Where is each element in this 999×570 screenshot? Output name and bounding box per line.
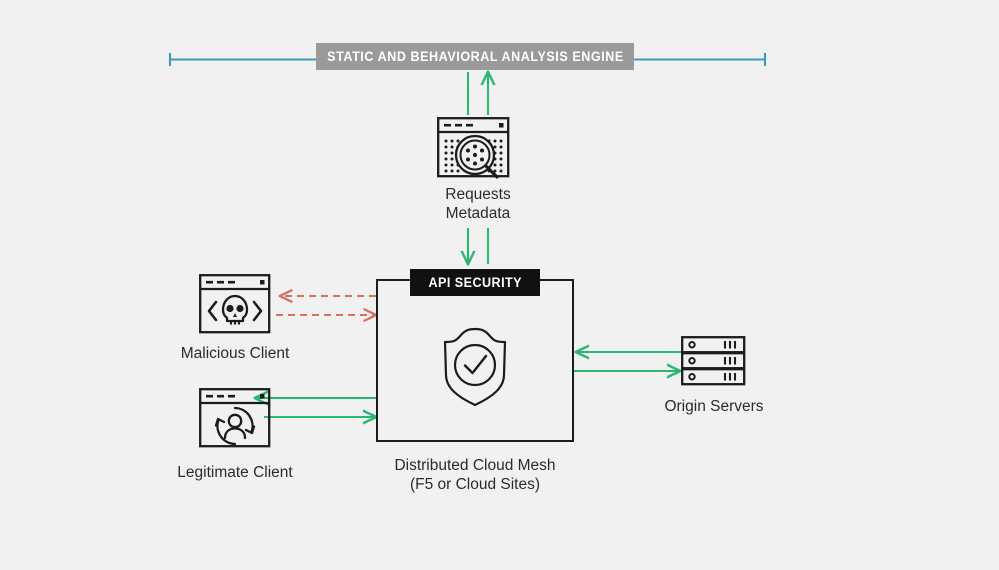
api-security-label: API SECURITY — [428, 275, 522, 290]
legitimate-client-label: Legitimate Client — [135, 463, 335, 482]
requests-metadata-label-line2: Metadata — [445, 205, 511, 222]
legitimate-client-label-line1: Legitimate Client — [177, 464, 293, 481]
origin-servers-label: Origin Servers — [614, 397, 814, 416]
api-security-banner[interactable]: API SECURITY — [410, 269, 540, 296]
engine-banner-label: STATIC AND BEHAVIORAL ANALYSIS ENGINE — [326, 49, 624, 64]
malicious-client-label-line1: Malicious Client — [180, 345, 290, 362]
distributed-cloud-mesh-label-line1: Distributed Cloud Mesh — [394, 457, 556, 474]
requests-metadata-label: Requests Metadata — [378, 185, 578, 223]
browser-window-magnifier-icon — [437, 117, 519, 189]
bracket-left — [168, 53, 318, 66]
shield-check-icon — [440, 326, 510, 408]
distributed-cloud-mesh-label: Distributed Cloud Mesh (F5 or Cloud Site… — [355, 456, 595, 494]
requests-metadata-label-line1: Requests — [445, 186, 511, 203]
browser-window-user-refresh-icon — [199, 388, 271, 448]
distributed-cloud-mesh-label-line2: (F5 or Cloud Sites) — [409, 476, 541, 493]
server-stack-icon — [681, 336, 747, 388]
bracket-right — [632, 53, 767, 66]
origin-servers-label-line1: Origin Servers — [664, 398, 764, 415]
static-behavioral-analysis-engine-banner[interactable]: STATIC AND BEHAVIORAL ANALYSIS ENGINE — [316, 43, 634, 70]
browser-window-skull-icon — [199, 274, 271, 334]
malicious-client-label: Malicious Client — [135, 344, 335, 363]
